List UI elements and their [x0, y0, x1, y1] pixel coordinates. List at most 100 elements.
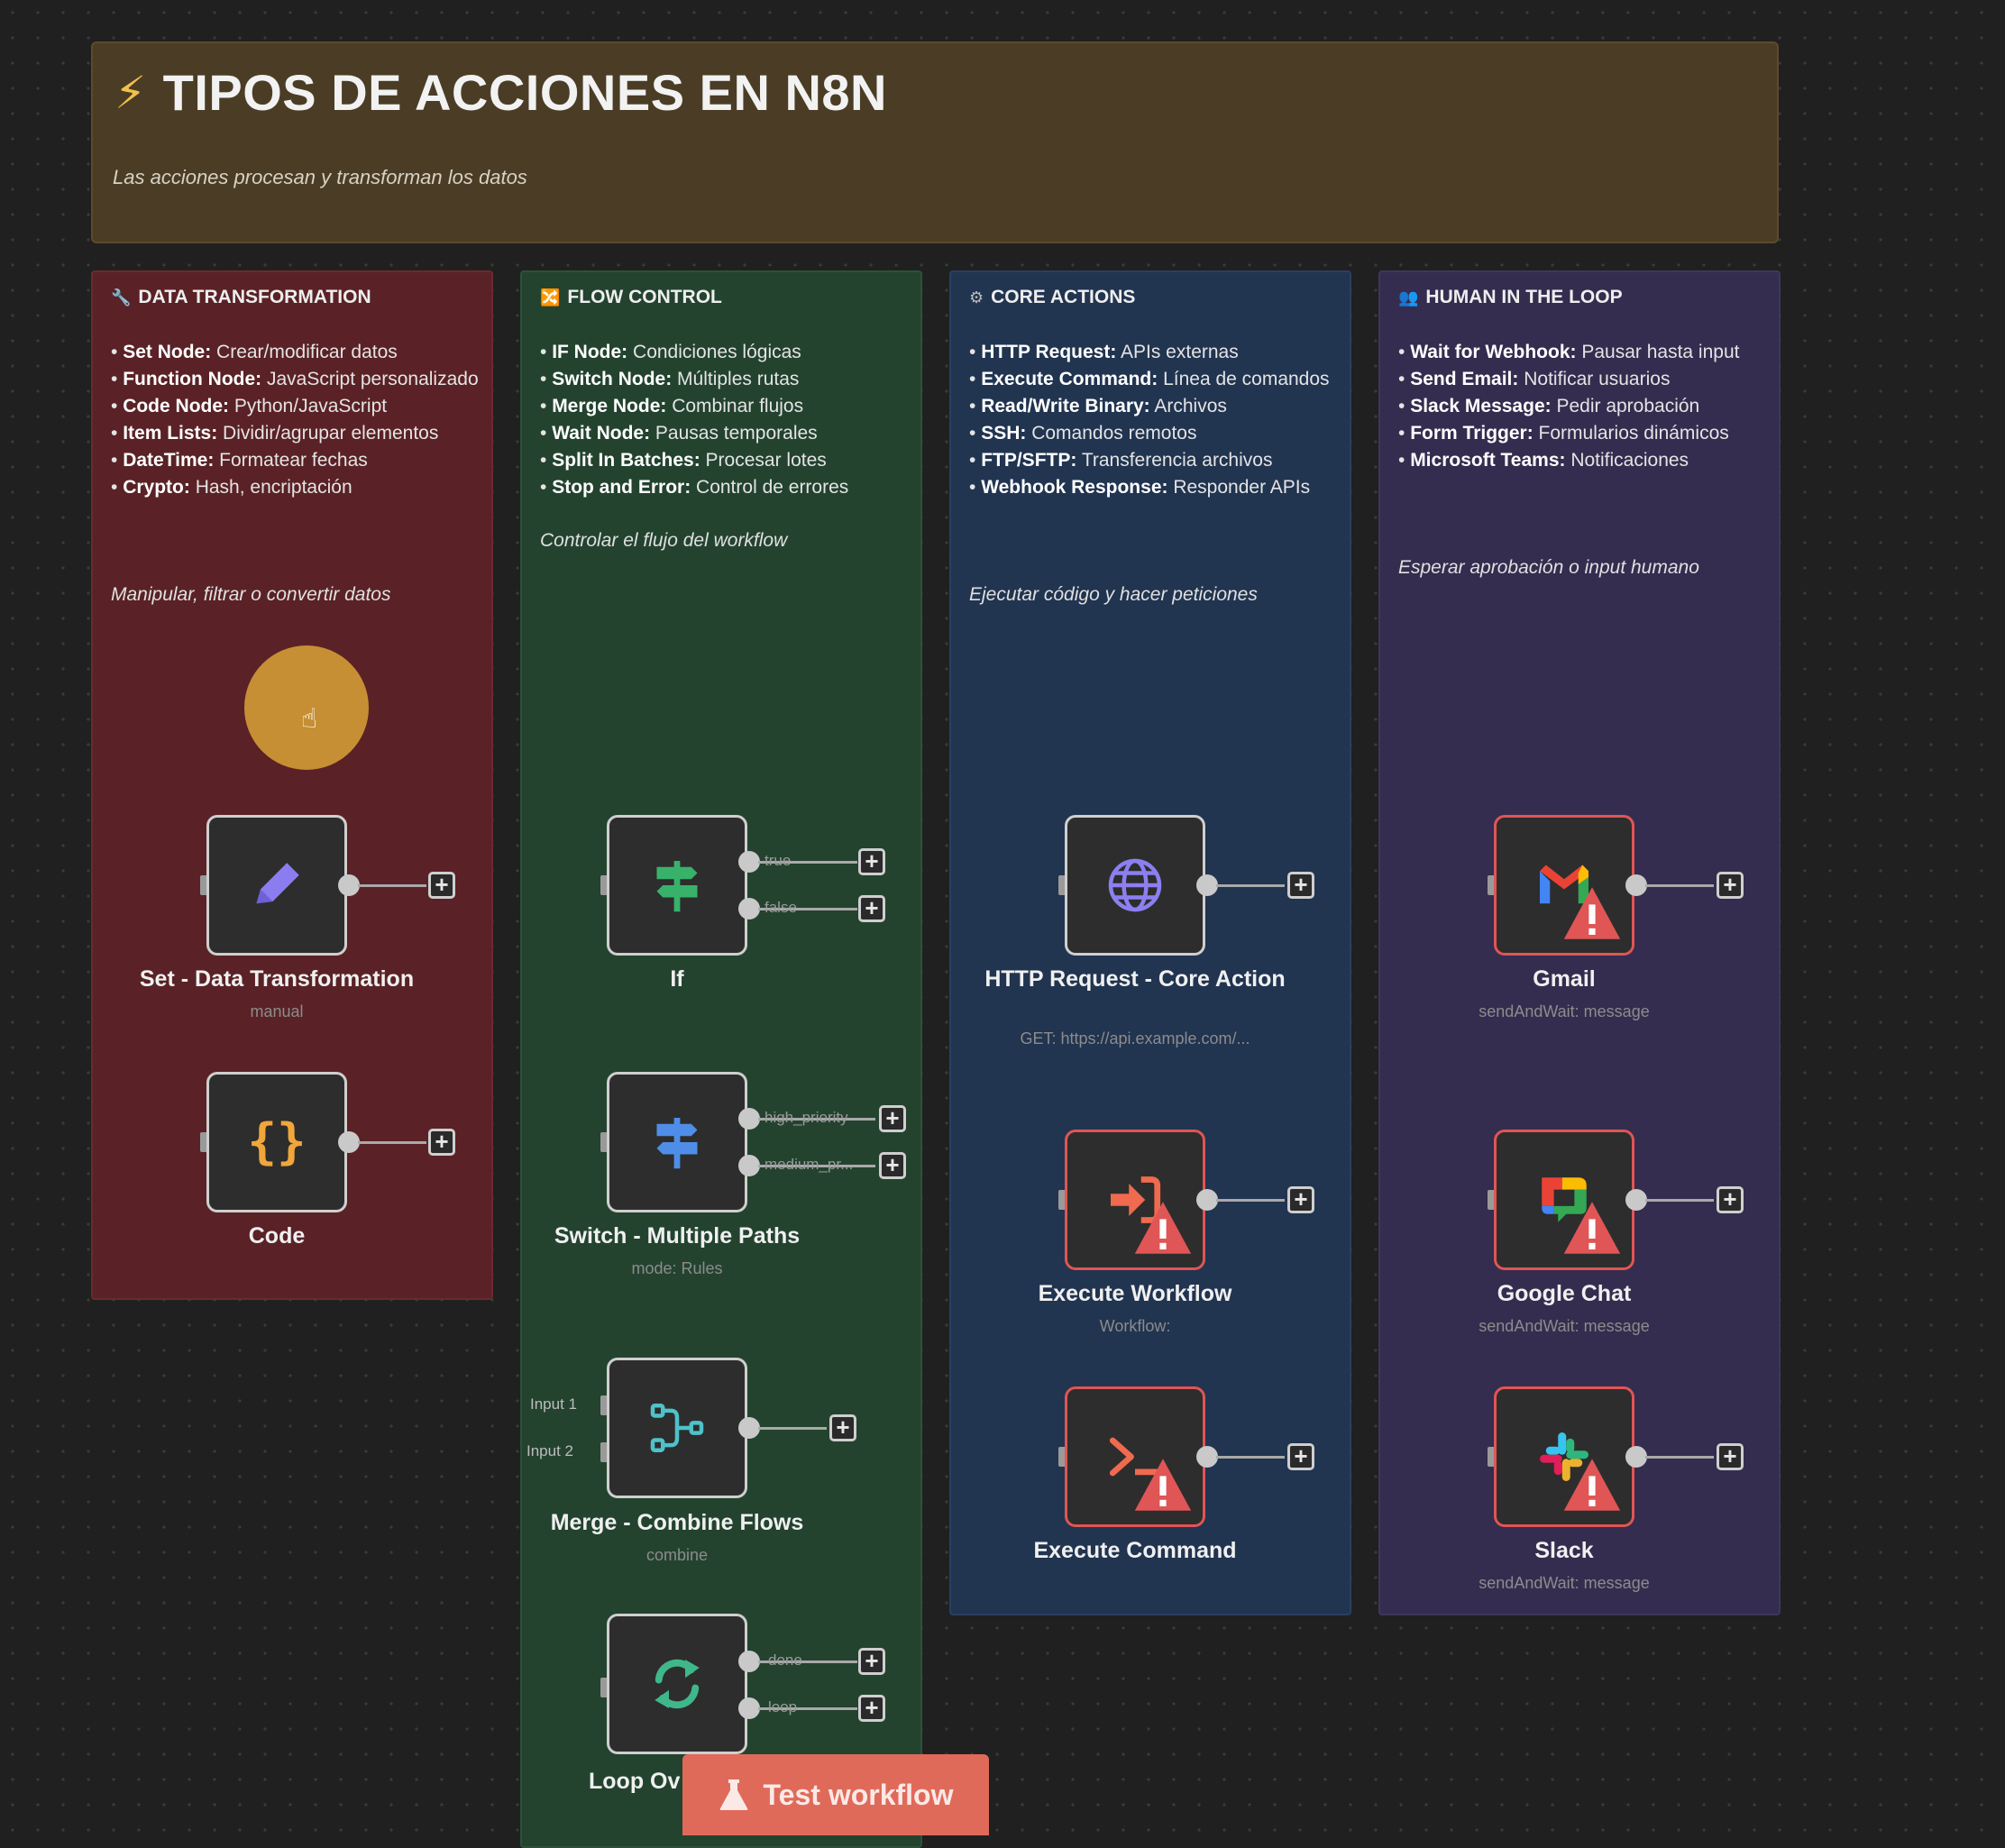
flow-control-list: IF Node: Condiciones lógicas Switch Node… — [540, 339, 910, 501]
output-port[interactable] — [338, 874, 360, 896]
switch-node[interactable] — [607, 1072, 747, 1212]
core-actions-list: HTTP Request: APIs externas Execute Comm… — [969, 339, 1339, 501]
lightning-bolt-icon: ⚡ — [114, 67, 147, 118]
gmail-node[interactable] — [1494, 815, 1634, 956]
execute-workflow-node[interactable] — [1065, 1130, 1205, 1270]
header-sticky-note[interactable]: ⚡ TIPOS DE ACCIONES EN N8N Las acciones … — [91, 41, 1779, 243]
output-label: false — [764, 899, 797, 916]
slack-icon — [1540, 1432, 1588, 1481]
node-label: HTTP Request - Core Action — [984, 966, 1286, 992]
warning-icon — [1563, 1459, 1621, 1511]
add-node-button[interactable]: + — [829, 1414, 856, 1441]
column-footer: Manipular, filtrar o convertir datos — [111, 584, 391, 605]
add-node-button[interactable]: + — [1717, 1186, 1744, 1213]
add-node-button[interactable]: + — [879, 1105, 906, 1132]
node-subtitle: sendAndWait: message — [1479, 1317, 1650, 1335]
list-item: Read/Write Binary: Archivos — [969, 393, 1339, 420]
human-in-the-loop-list: Wait for Webhook: Pausar hasta input Sen… — [1398, 339, 1768, 474]
output-port[interactable] — [1625, 874, 1647, 896]
output-port[interactable] — [1625, 1446, 1647, 1468]
code-node[interactable]: {} — [206, 1072, 347, 1212]
output-port[interactable] — [1196, 1446, 1218, 1468]
connection-line — [758, 908, 857, 910]
people-icon: 👥 — [1398, 288, 1419, 306]
http-request-node[interactable] — [1065, 815, 1205, 956]
node-subtitle: GET: https://api.example.com/... — [1020, 1029, 1250, 1048]
add-node-button[interactable]: + — [1717, 872, 1744, 899]
google-chat-node[interactable] — [1494, 1130, 1634, 1270]
list-item: Form Trigger: Formularios dinámicos — [1398, 420, 1768, 447]
add-node-button[interactable]: + — [858, 848, 885, 875]
connection-line — [1645, 1456, 1714, 1459]
connection-line — [758, 1165, 875, 1167]
execute-command-node[interactable] — [1065, 1386, 1205, 1527]
column-heading: 🔧 DATA TRANSFORMATION — [111, 287, 371, 308]
column-title: DATA TRANSFORMATION — [138, 287, 371, 307]
connection-line — [1216, 1456, 1285, 1459]
output-port[interactable] — [738, 1417, 760, 1439]
connection-line — [1645, 884, 1714, 887]
output-port[interactable] — [1196, 1189, 1218, 1211]
list-item: IF Node: Condiciones lógicas — [540, 339, 910, 366]
column-heading: ⚙ CORE ACTIONS — [969, 287, 1135, 308]
add-node-button[interactable]: + — [858, 895, 885, 922]
list-item: Switch Node: Múltiples rutas — [540, 366, 910, 393]
add-node-button[interactable]: + — [1717, 1443, 1744, 1470]
output-port-false[interactable] — [738, 898, 760, 919]
set-node[interactable] — [206, 815, 347, 956]
list-item: Send Email: Notificar usuarios — [1398, 366, 1768, 393]
list-item: Crypto: Hash, encriptación — [111, 474, 481, 501]
add-node-button[interactable]: + — [428, 1129, 455, 1156]
add-node-button[interactable]: + — [1287, 1443, 1314, 1470]
warning-icon — [1563, 887, 1621, 939]
output-port[interactable] — [338, 1131, 360, 1153]
add-node-button[interactable]: + — [858, 1695, 885, 1722]
terminal-icon — [1109, 1437, 1158, 1477]
output-port-done[interactable] — [738, 1651, 760, 1672]
list-item: Split In Batches: Procesar lotes — [540, 447, 910, 474]
add-node-button[interactable]: + — [1287, 872, 1314, 899]
node-subtitle: sendAndWait: message — [1479, 1002, 1650, 1020]
column-footer: Esperar aprobación o input humano — [1398, 557, 1699, 578]
signpost-icon — [656, 1118, 698, 1169]
add-node-button[interactable]: + — [879, 1152, 906, 1179]
output-port[interactable] — [1196, 874, 1218, 896]
wrench-icon: 🔧 — [111, 288, 132, 306]
node-label: Merge - Combine Flows — [550, 1510, 804, 1535]
flow-icon: 🔀 — [540, 288, 561, 306]
test-workflow-button[interactable]: Test workflow — [682, 1754, 989, 1835]
output-port-true[interactable] — [738, 851, 760, 873]
page-title-row: ⚡ TIPOS DE ACCIONES EN N8N — [114, 63, 887, 122]
connection-line — [758, 1707, 857, 1710]
output-port-loop[interactable] — [738, 1697, 760, 1719]
node-label: Google Chat — [1497, 1281, 1632, 1306]
column-footer: Controlar el flujo del workflow — [540, 530, 788, 551]
node-label: Loop Ov — [589, 1769, 681, 1794]
add-node-button[interactable]: + — [1287, 1186, 1314, 1213]
column-title: CORE ACTIONS — [991, 287, 1136, 307]
output-label: done — [768, 1651, 802, 1669]
node-subtitle: mode: Rules — [631, 1259, 723, 1277]
output-port-medium-priority[interactable] — [738, 1155, 760, 1176]
output-label: high_priority — [764, 1109, 848, 1126]
node-label: Code — [248, 1223, 306, 1249]
page-subtitle: Las acciones procesan y transforman los … — [113, 166, 527, 188]
output-port-high-priority[interactable] — [738, 1108, 760, 1130]
add-node-button[interactable]: + — [858, 1648, 885, 1675]
list-item: Function Node: JavaScript personalizado — [111, 366, 481, 393]
input-label: Input 1 — [530, 1395, 577, 1413]
connection-line — [358, 1141, 426, 1144]
merge-node[interactable] — [607, 1358, 747, 1498]
if-node[interactable] — [607, 815, 747, 956]
loop-node[interactable] — [607, 1614, 747, 1754]
flask-icon — [719, 1779, 747, 1810]
warning-icon — [1134, 1202, 1192, 1254]
connection-line — [758, 1427, 827, 1430]
page-title: TIPOS DE ACCIONES EN N8N — [162, 64, 887, 121]
warning-icon — [1563, 1202, 1621, 1254]
column-footer: Ejecutar código y hacer peticiones — [969, 584, 1258, 605]
flow-control-sticky[interactable]: 🔀 FLOW CONTROL IF Node: Condiciones lógi… — [520, 270, 922, 1848]
output-port[interactable] — [1625, 1189, 1647, 1211]
slack-node[interactable] — [1494, 1386, 1634, 1527]
add-node-button[interactable]: + — [428, 872, 455, 899]
